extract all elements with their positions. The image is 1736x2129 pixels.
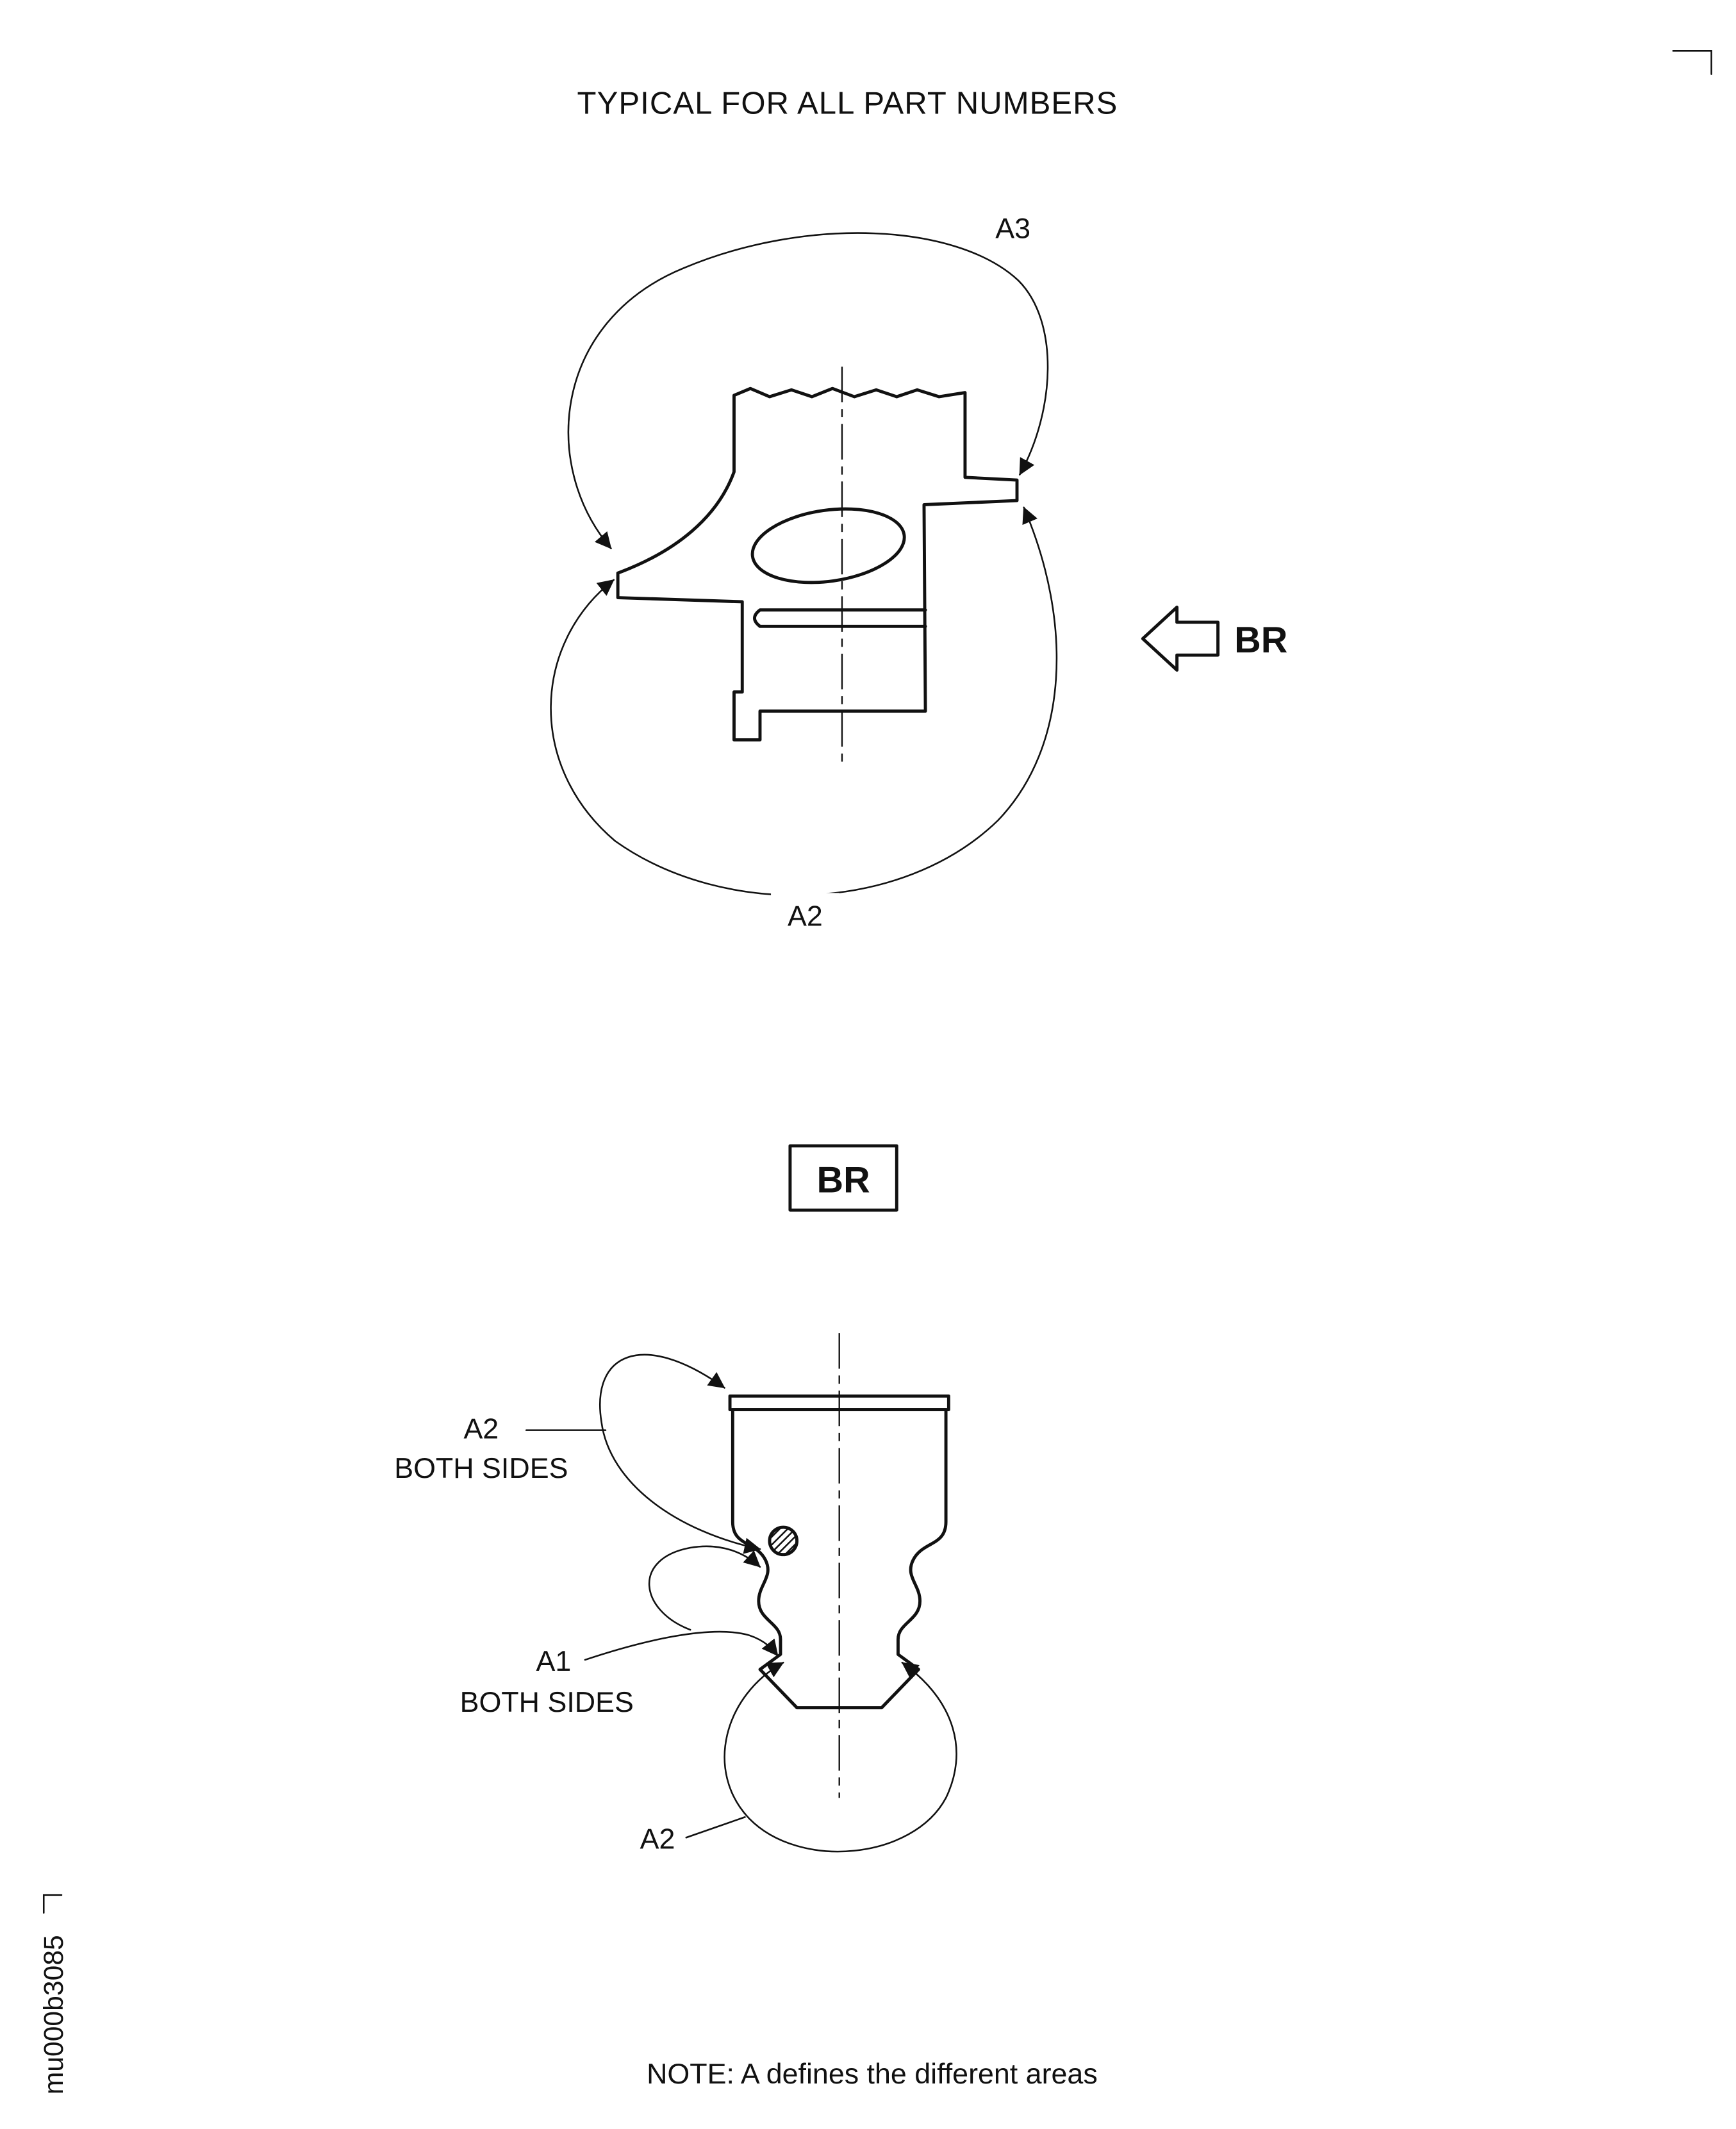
a2-bottom-callout-loop xyxy=(723,1661,957,1853)
a2-upper-label-backing xyxy=(771,893,839,934)
a3-callout-loop xyxy=(567,232,1049,550)
page-note: NOTE: A defines the different areas xyxy=(647,2058,1098,2090)
a2-bottom-label: A2 xyxy=(640,1823,675,1855)
a2-topleft-label: A2 xyxy=(463,1412,499,1445)
a2-topleft-label-line2: BOTH SIDES xyxy=(394,1452,568,1484)
corner-mark-doc-code xyxy=(42,1894,63,1914)
a1-label: A1 xyxy=(536,1645,572,1677)
lower-part-outline xyxy=(731,1408,948,1710)
body-slot xyxy=(753,608,927,628)
view-direction-label: BR xyxy=(1234,620,1287,661)
a1-leader-lower xyxy=(584,1630,779,1661)
corner-mark-top-right xyxy=(1672,50,1712,75)
view-label-text: BR xyxy=(817,1159,870,1200)
a2-topleft-callout-loop xyxy=(599,1354,761,1554)
a1-leader-upper-loop xyxy=(648,1545,761,1631)
a2-bottom-leader xyxy=(685,1816,746,1839)
view-identifier: BR xyxy=(788,1144,898,1212)
hatched-bead-section xyxy=(768,1525,799,1557)
doc-code-text: mu000b3085 xyxy=(38,1935,69,2094)
upper-section-view: A3 A2 BR xyxy=(550,213,1287,934)
lower-br-view: A2 BOTH SIDES A1 BOTH SIDES A2 xyxy=(394,1333,957,1855)
bead-hatching xyxy=(768,1526,798,1555)
bead-circle xyxy=(768,1525,799,1557)
page-title: TYPICAL FOR ALL PART NUMBERS xyxy=(577,86,1118,120)
a1-label-line2: BOTH SIDES xyxy=(460,1686,634,1718)
doc-code-block: mu000b3085 xyxy=(38,1894,69,2094)
view-label-box xyxy=(788,1144,898,1212)
a3-callout-label: A3 xyxy=(995,213,1030,245)
a2-upper-callout-label: A2 xyxy=(788,900,823,932)
view-direction-arrow-icon xyxy=(1141,606,1220,672)
